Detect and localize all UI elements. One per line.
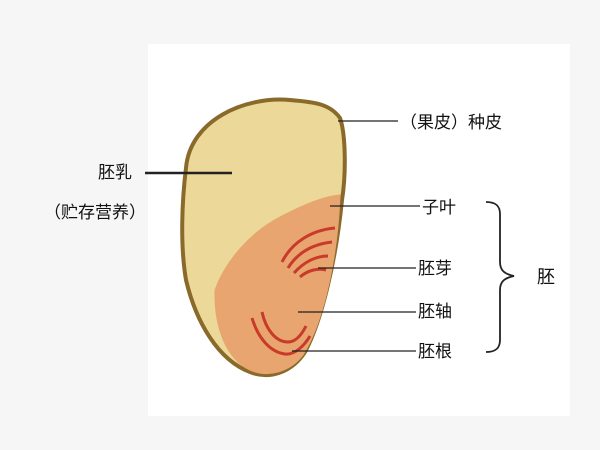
endosperm-label: 胚乳 <box>98 163 132 183</box>
radicle-label: 胚根 <box>418 342 452 362</box>
plumule-label: 胚芽 <box>418 259 452 279</box>
embryo-shape <box>214 194 341 374</box>
radicle-lines <box>250 311 312 356</box>
leader-lines <box>145 120 420 352</box>
seed-coat-label: （果皮）种皮 <box>400 113 502 133</box>
cotyledon-label: 子叶 <box>422 198 456 218</box>
plumule-lines <box>280 226 336 279</box>
embryo-label: 胚 <box>537 267 555 288</box>
embryo-brace <box>485 201 515 353</box>
endosperm-note-label: （贮存营养） <box>44 203 146 223</box>
hypocotyl-label: 胚轴 <box>418 302 452 322</box>
